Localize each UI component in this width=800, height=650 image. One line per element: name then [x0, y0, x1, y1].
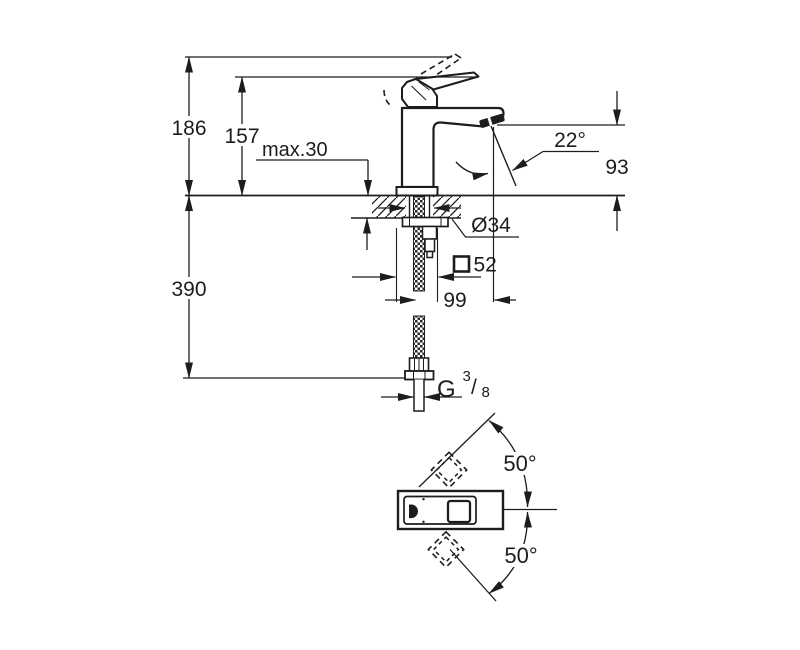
dimension-157: 157 — [224, 76, 478, 196]
base-plinth — [395, 186, 439, 197]
angle-label-50-lower: 50° — [504, 543, 537, 568]
thread-label-g: G — [437, 376, 456, 403]
side-view — [185, 53, 625, 412]
thread-label-numerator: 3 — [463, 368, 471, 385]
dimension-93: 93 — [497, 91, 629, 231]
dimension-390: 390 — [171, 195, 405, 379]
dimension-label-o34: Ø34 — [471, 214, 511, 237]
handle-crease-line — [411, 85, 427, 101]
coupling-hex-nut — [404, 370, 435, 381]
top-view-spout-square — [446, 499, 472, 524]
dimension-label-max30: max.30 — [262, 139, 328, 161]
deck-hatch-left — [372, 196, 406, 218]
dimension-square52: 52 — [352, 228, 497, 302]
dimension-186: 186 — [171, 56, 452, 196]
top-view-screw-dot — [422, 498, 425, 501]
deck-hatch-right — [433, 196, 461, 218]
dimension-label-99: 99 — [443, 289, 466, 312]
mounting-deck — [185, 194, 625, 219]
dimension-annotations: 186 157 max.30 390 93 — [171, 56, 629, 403]
fixing-stud-tip — [426, 250, 434, 259]
annotation-22deg: 22° — [512, 129, 599, 172]
dimension-max30: max.30 — [256, 139, 372, 250]
leader-line — [451, 218, 519, 238]
thread-end-tube — [413, 379, 425, 412]
handle-rotated-lower-dashed — [427, 530, 465, 569]
handle-crease-line — [418, 81, 430, 91]
water-stream-line — [490, 125, 517, 187]
swing-limit-line-lower — [449, 549, 497, 602]
fixing-stud-middle — [424, 238, 436, 253]
flow-direction-arrow — [455, 161, 489, 181]
dimension-hole-o34: Ø34 — [378, 204, 519, 238]
dimension-label-93: 93 — [605, 156, 628, 179]
leader-arrow — [512, 150, 544, 172]
dimension-99: 99 — [385, 289, 516, 312]
swing-limit-line-upper — [418, 412, 496, 488]
supply-hose-lower — [404, 315, 435, 412]
supply-hose-braid-lower — [413, 315, 425, 359]
top-view-handle-mark — [409, 504, 418, 519]
top-view: 50° 50° — [396, 412, 557, 602]
dimension-label-390: 390 — [171, 278, 206, 301]
angle-label-22: 22° — [554, 129, 586, 152]
thread-label-slash: / — [471, 376, 477, 399]
top-view-screw-dot — [422, 520, 425, 523]
angle-label-50-upper: 50° — [503, 451, 536, 476]
dimension-label-52: 52 — [474, 254, 497, 277]
dimension-thread-g38: G 3 / 8 — [381, 368, 490, 403]
fixing-stud-upper — [421, 225, 438, 240]
aerator — [479, 113, 505, 128]
mounting-hardware — [401, 216, 449, 259]
thread-label-denominator: 8 — [482, 384, 490, 401]
square-symbol-icon — [452, 255, 471, 273]
dimension-label-157: 157 — [224, 125, 259, 148]
dimension-label-186: 186 — [171, 117, 206, 140]
lever-handle — [401, 71, 480, 108]
supply-hose-braid-upper — [413, 196, 425, 292]
